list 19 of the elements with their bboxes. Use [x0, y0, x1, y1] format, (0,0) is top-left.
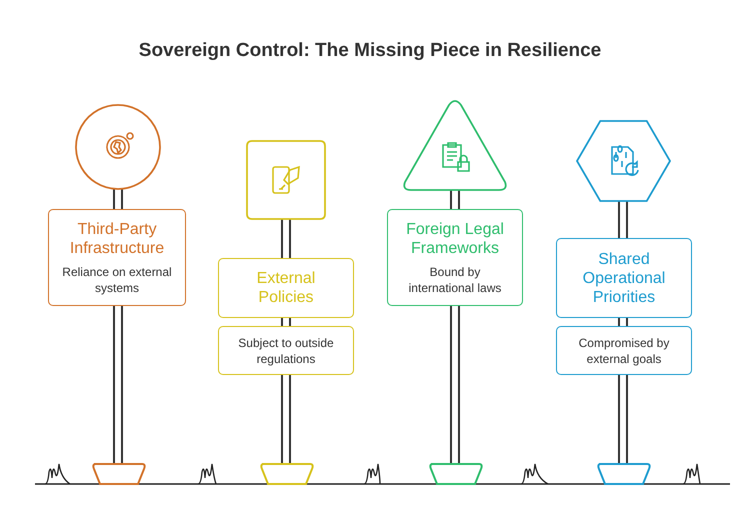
triangle-sign [403, 101, 507, 190]
sign-heading: External Policies [256, 269, 316, 307]
sign-board [218, 326, 354, 375]
sign-text: Subject to outside regulations [237, 334, 335, 366]
sign-text: Compromised by external goals [578, 334, 670, 366]
sign-board [556, 238, 692, 318]
sign-board [48, 209, 186, 306]
sign-heading: Third-Party Infrastructure [68, 220, 166, 258]
sign-board [218, 258, 354, 318]
hexagon-sign [577, 121, 670, 201]
diagram-title: Sovereign Control: The Missing Piece in Resilience [138, 40, 602, 62]
sign-heading: Foreign Legal Frameworks [405, 220, 505, 258]
sign-text: Bound by international laws [408, 264, 502, 296]
circle-sign [76, 105, 160, 189]
sign-board [556, 326, 692, 375]
sign-board [387, 209, 523, 306]
sign-heading: Shared Operational Priorities [582, 250, 666, 306]
sign-text: Reliance on external systems [61, 264, 173, 296]
square-sign [247, 141, 325, 219]
